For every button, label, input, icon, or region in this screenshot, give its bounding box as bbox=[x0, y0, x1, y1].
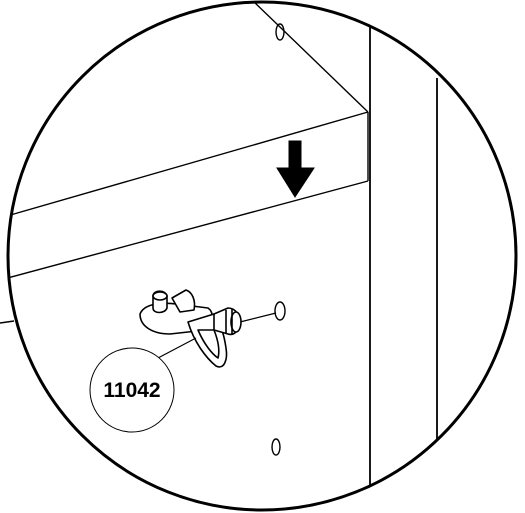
part-number-label: 11042 bbox=[103, 379, 160, 402]
leader-line bbox=[0, 320, 15, 324]
pin-hole bbox=[274, 301, 286, 321]
callout-leader bbox=[157, 337, 197, 359]
part-callout-circle bbox=[89, 347, 175, 433]
lower-hole bbox=[271, 438, 281, 456]
insertion-guide-line bbox=[239, 312, 277, 323]
magnifier-outline bbox=[6, 0, 518, 512]
part-callout: 11042 bbox=[89, 347, 175, 433]
shelf-back-edge bbox=[251, 2, 369, 113]
top-hole bbox=[275, 23, 285, 41]
shelf-front-top-edge bbox=[8, 111, 369, 219]
shelf-pin-icon bbox=[139, 289, 242, 368]
shelf-front-bottom-edge bbox=[8, 180, 369, 281]
detail-view bbox=[8, 2, 438, 510]
down-arrow-icon bbox=[276, 140, 315, 198]
